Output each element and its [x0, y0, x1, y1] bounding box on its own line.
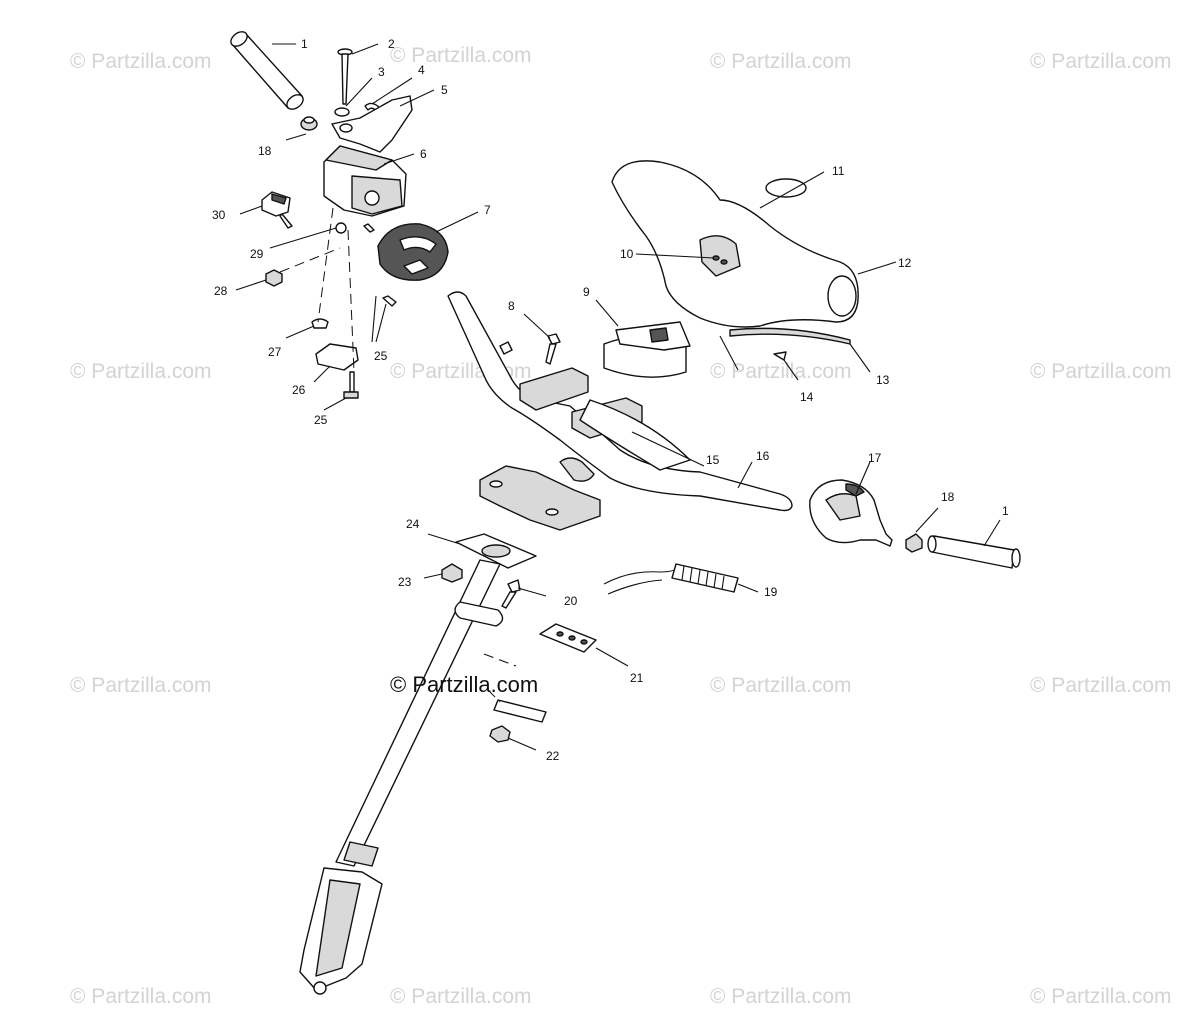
callout-label: 12 [898, 256, 912, 270]
part-grommet-right [905, 533, 923, 553]
part-steering-column [299, 559, 504, 995]
part-strap [729, 327, 851, 345]
part-nut-28 [265, 269, 283, 287]
watermark: © Partzilla.com [1030, 674, 1172, 697]
part-pin [337, 48, 353, 105]
part-grommet-left [300, 116, 318, 131]
assembly-line [347, 229, 355, 373]
part-bar-clamp-lower [479, 465, 601, 531]
watermark: © Partzilla.com [1030, 50, 1172, 73]
assembly-line [317, 207, 334, 323]
callout-label: 10 [620, 247, 634, 261]
callout-label: 1 [301, 37, 308, 51]
part-pad-clip [773, 351, 787, 361]
callout-label: 6 [420, 147, 427, 161]
callout-label: 17 [868, 451, 882, 465]
callout-label: 23 [398, 575, 412, 589]
callout-label: 4 [418, 63, 425, 77]
part-e-clip [311, 318, 329, 329]
callout-label: 29 [250, 247, 264, 261]
watermark: © Partzilla.com [70, 50, 212, 73]
callout-label: 22 [546, 749, 560, 763]
watermark: © Partzilla.com [710, 674, 852, 697]
watermark: © Partzilla.com [710, 50, 852, 73]
callout-label: 9 [583, 285, 590, 299]
callout-label: 26 [292, 383, 306, 397]
callout-label: 8 [508, 299, 515, 313]
parts-layer [230, 31, 1021, 995]
part-handlebar-pad [611, 160, 859, 328]
watermark: © Partzilla.com [1030, 360, 1172, 383]
watermark: © Partzilla.com [70, 985, 212, 1008]
callout-label: 11 [832, 164, 845, 178]
callout-label: 18 [941, 490, 955, 504]
part-plate [315, 343, 359, 371]
watermark: © Partzilla.com [390, 44, 532, 67]
part-screw [363, 223, 375, 233]
leader-lines [235, 43, 1001, 751]
part-handlebar [447, 291, 793, 512]
part-screw [382, 295, 397, 307]
callout-label: 19 [764, 585, 778, 599]
part-bolt-20 [501, 579, 521, 609]
watermark-layer: © Partzilla.com © Partzilla.com © Partzi… [70, 44, 1172, 1008]
watermark: © Partzilla.com [1030, 985, 1172, 1008]
callout-label: 18 [258, 144, 272, 158]
part-steering-flange [455, 533, 537, 569]
callout-label: 2 [388, 37, 395, 51]
watermark: © Partzilla.com [710, 360, 852, 383]
callout-label: 25 [374, 349, 388, 363]
callout-label: 5 [441, 83, 448, 97]
part-bolt-8 [545, 333, 561, 365]
callout-label: 28 [214, 284, 228, 298]
callout-label: 14 [800, 390, 814, 404]
callout-label: 13 [876, 373, 890, 387]
center-watermark: © Partzilla.com [390, 672, 538, 697]
callout-label: 7 [484, 203, 491, 217]
callout-label: 21 [630, 671, 644, 685]
part-cover [377, 223, 449, 281]
callout-labels: 1 2 3 4 5 6 7 8 9 10 11 12 13 14 15 16 1… [212, 37, 1009, 763]
part-bracket-21 [539, 623, 597, 653]
part-bolt-25 [343, 371, 359, 399]
part-throttle-housing [323, 145, 407, 217]
callout-label: 24 [406, 517, 420, 531]
part-grip-right [927, 535, 1021, 569]
callout-label: 27 [268, 345, 282, 359]
part-nut-29 [335, 222, 347, 234]
watermark: © Partzilla.com [390, 985, 532, 1008]
callout-label: 25 [314, 413, 328, 427]
part-throttle-lever [331, 95, 413, 153]
watermark: © Partzilla.com [70, 674, 212, 697]
part-emblem [765, 178, 807, 198]
watermark: © Partzilla.com [710, 985, 852, 1008]
part-grip-left [230, 31, 304, 110]
part-switch [261, 191, 293, 229]
watermark: © Partzilla.com [70, 360, 212, 383]
callout-label: 16 [756, 449, 770, 463]
callout-label: 3 [378, 65, 385, 79]
part-heater-element [603, 563, 739, 595]
callout-label: 1 [1002, 504, 1009, 518]
part-pad-cover [603, 321, 691, 378]
part-bar-clamp-upper [519, 367, 691, 471]
part-shaft-22 [489, 699, 547, 743]
callout-label: 20 [564, 594, 578, 608]
part-washer [334, 107, 350, 117]
part-nut-23 [441, 563, 463, 583]
part-switch-housing-right [809, 479, 893, 547]
callout-label: 15 [706, 453, 720, 467]
callout-label: 30 [212, 208, 226, 222]
assembly-line [279, 247, 341, 273]
